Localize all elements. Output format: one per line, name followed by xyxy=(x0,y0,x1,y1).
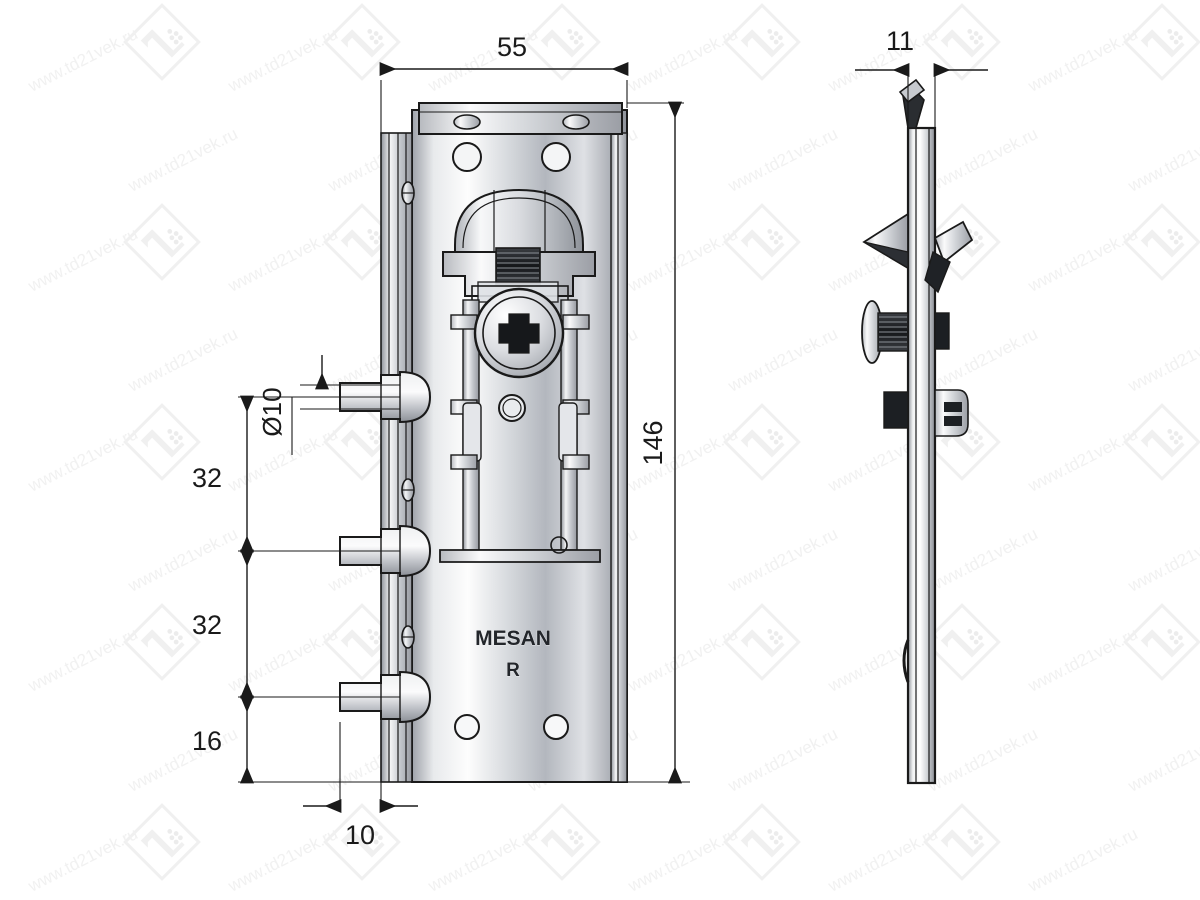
brand-name: MESAN xyxy=(475,627,551,650)
dim-thickness-11: 11 xyxy=(855,26,988,130)
mounting-hole-bottom-left xyxy=(454,714,480,740)
brand-engraving: MESAN R xyxy=(475,627,552,682)
side-plate xyxy=(906,126,937,785)
dim-height-146: 146 xyxy=(627,101,684,784)
brand-suffix: R xyxy=(506,660,520,681)
top-rivet-right xyxy=(562,114,590,130)
dimension-layer: 55 146 Ø10 xyxy=(192,26,988,850)
side-block-left xyxy=(883,391,909,429)
dim-bottom-offset-value: 16 xyxy=(192,726,222,756)
mounting-hole-top-right xyxy=(541,142,571,172)
dim-width-value: 55 xyxy=(497,32,527,62)
front-view: MESAN R xyxy=(339,102,628,783)
top-cap-bar xyxy=(418,102,623,135)
side-view xyxy=(861,78,974,785)
dim-thickness-value: 11 xyxy=(886,26,914,56)
dim-width-55: 55 xyxy=(379,32,629,136)
inner-cage xyxy=(439,285,601,563)
right-rail xyxy=(610,132,628,783)
dim-pin-projection-10: 10 xyxy=(303,722,418,850)
phillips-slot-icon xyxy=(498,313,540,354)
side-clip-right xyxy=(934,389,969,437)
side-cam-wedge xyxy=(862,212,909,270)
dim-spacing-upper-value: 32 xyxy=(192,463,222,493)
dim-pin-diameter: Ø10 xyxy=(257,355,400,455)
mounting-hole-top-left xyxy=(452,142,482,172)
side-flange-knob xyxy=(861,300,909,364)
dim-spacing-lower-value: 32 xyxy=(192,610,222,640)
side-angled-bracket xyxy=(924,220,974,294)
internal-dome xyxy=(454,188,584,253)
top-rivet-left xyxy=(453,114,481,130)
dim-height-value: 146 xyxy=(638,420,668,465)
side-top-hook xyxy=(898,78,926,129)
dim-vertical-chain: 32 32 16 xyxy=(192,395,690,784)
rail-slot-marks xyxy=(401,181,415,649)
dim-pin-diameter-value: Ø10 xyxy=(257,387,287,436)
side-thread-right xyxy=(934,312,950,350)
mounting-hole-bottom-right xyxy=(543,714,569,740)
cross-screw-head xyxy=(473,287,565,379)
dim-pin-projection-value: 10 xyxy=(345,820,375,850)
side-slot-mark xyxy=(902,639,910,683)
